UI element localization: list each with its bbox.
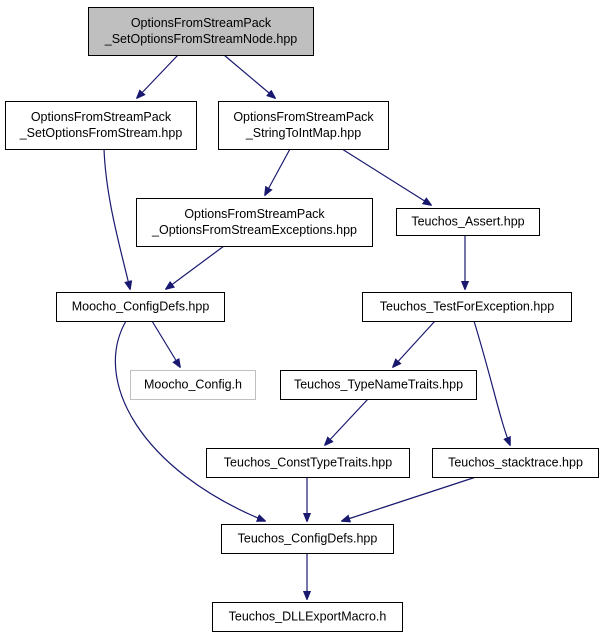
node-label-line: Teuchos_ConstTypeTraits.hpp (224, 456, 392, 470)
node-n2[interactable]: OptionsFromStreamPack _StringToIntMap.hpp (218, 101, 389, 150)
node-label-line: _SetOptionsFromStreamNode.hpp (104, 32, 298, 46)
edge-n10-to-n11 (342, 476, 477, 521)
node-label-line: OptionsFromStreamPack (233, 110, 374, 124)
node-box (432, 448, 599, 478)
node-box (362, 292, 572, 322)
nodes-layer: OptionsFromStreamPack _SetOptionsFromStre… (5, 7, 599, 632)
edge-n0-to-n2 (223, 54, 275, 98)
node-label-line: _OptionsFromStreamExceptions.hpp (151, 223, 357, 237)
node-box (396, 208, 540, 236)
node-n3[interactable]: OptionsFromStreamPack _OptionsFromStreamE… (136, 198, 373, 247)
node-box (88, 7, 314, 56)
node-n5[interactable]: Moocho_ConfigDefs.hpp (56, 292, 225, 322)
node-label-line: Moocho_Config.h (144, 378, 242, 392)
node-label-line: Moocho_ConfigDefs.hpp (72, 300, 210, 314)
node-box (130, 370, 256, 400)
node-box (5, 101, 197, 150)
node-n1[interactable]: OptionsFromStreamPack _SetOptionsFromStre… (5, 101, 197, 150)
node-label-line: OptionsFromStreamPack (31, 110, 172, 124)
node-label-line: OptionsFromStreamPack (184, 207, 325, 221)
edge-n8-to-n9 (325, 398, 369, 445)
node-box (218, 101, 389, 150)
edge-n5-to-n11 (114, 320, 265, 521)
node-label-line: Teuchos_stacktrace.hpp (448, 456, 583, 470)
node-label-line: _SetOptionsFromStream.hpp (19, 126, 183, 140)
node-box (221, 524, 394, 554)
node-n7[interactable]: Moocho_Config.h (130, 370, 256, 400)
edge-n3-to-n5 (166, 245, 225, 289)
node-label-line: OptionsFromStreamPack (131, 16, 272, 30)
edge-n6-to-n10 (473, 320, 510, 445)
node-box (212, 602, 403, 632)
node-n6[interactable]: Teuchos_TestForException.hpp (362, 292, 572, 322)
node-n9[interactable]: Teuchos_ConstTypeTraits.hpp (206, 448, 410, 478)
node-box (136, 198, 373, 247)
edge-n1-to-n5 (103, 148, 130, 289)
node-n11[interactable]: Teuchos_ConfigDefs.hpp (221, 524, 394, 554)
edge-n2-to-n4 (341, 148, 431, 205)
node-box (206, 448, 410, 478)
node-n8[interactable]: Teuchos_TypeNameTraits.hpp (280, 370, 477, 400)
node-box (280, 370, 477, 400)
edge-n5-to-n7 (151, 320, 180, 367)
edge-n2-to-n3 (265, 148, 291, 195)
node-n12[interactable]: Teuchos_DLLExportMacro.h (212, 602, 403, 632)
node-label-line: Teuchos_TestForException.hpp (380, 300, 554, 314)
node-n10[interactable]: Teuchos_stacktrace.hpp (432, 448, 599, 478)
edge-n0-to-n1 (137, 54, 179, 98)
node-n0[interactable]: OptionsFromStreamPack _SetOptionsFromStre… (88, 7, 314, 56)
node-box (56, 292, 225, 322)
node-label-line: Teuchos_TypeNameTraits.hpp (294, 378, 463, 392)
edges-layer (103, 54, 510, 599)
edge-n6-to-n8 (393, 320, 436, 367)
node-label-line: Teuchos_DLLExportMacro.h (229, 610, 387, 624)
node-label-line: _StringToIntMap.hpp (245, 126, 361, 140)
node-n4[interactable]: Teuchos_Assert.hpp (396, 208, 540, 236)
node-label-line: Teuchos_ConfigDefs.hpp (238, 532, 378, 546)
node-label-line: Teuchos_Assert.hpp (411, 215, 524, 229)
